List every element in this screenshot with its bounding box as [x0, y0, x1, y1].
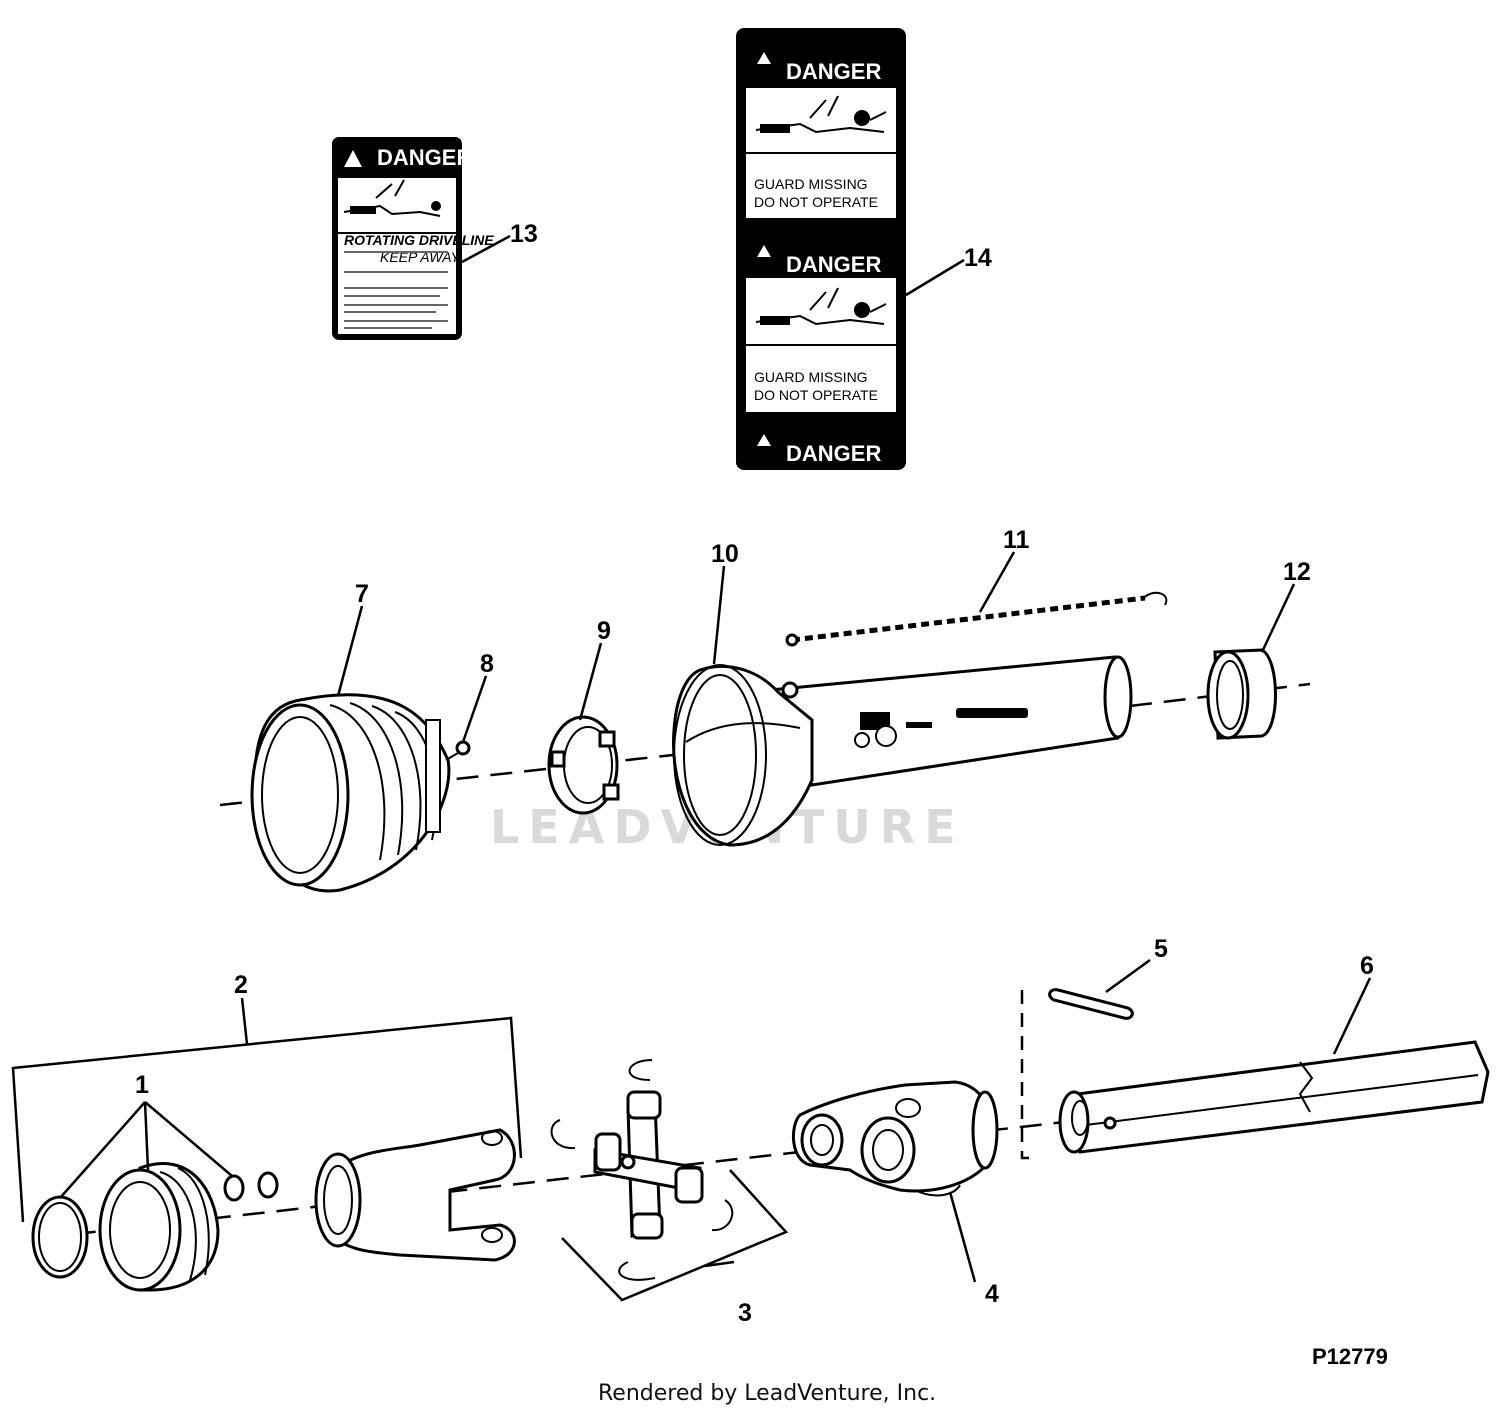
part-1-balls[interactable]	[223, 1171, 279, 1202]
part-9-bearing-ring[interactable]	[547, 715, 620, 815]
callout-9[interactable]: 9	[597, 617, 611, 645]
decal-13[interactable]: DANGER ROTATING DRIVELINE KEEP AWAY	[332, 137, 494, 340]
footer-credit: Rendered by LeadVenture, Inc.	[598, 1381, 936, 1406]
entanglement-pictogram-icon	[343, 179, 441, 217]
decal-14[interactable]: DANGER GUARD MISSING DO NOT OPERATE DANG…	[736, 28, 906, 470]
inner-yoke[interactable]	[314, 1128, 516, 1262]
part-5-spring-pin[interactable]	[1020, 988, 1134, 1160]
warning-triangle-icon	[757, 434, 771, 446]
part-12-bearing-bushing[interactable]	[1206, 648, 1277, 740]
warning-triangle-icon	[757, 245, 771, 257]
leader-lines	[59, 234, 1372, 1283]
decal-13-heading: DANGER	[377, 145, 472, 170]
part-4-outer-yoke[interactable]	[791, 1080, 999, 1197]
part-3-cross-kit[interactable]	[550, 1059, 789, 1302]
callout-8[interactable]: 8	[480, 650, 494, 678]
callout-14[interactable]: 14	[964, 244, 992, 272]
decal-14-warning-2-line-2: DO NOT OPERATE	[754, 387, 878, 403]
decal-14-heading-3: DANGER	[786, 441, 881, 466]
callouts: 1 2 3 4 5 6 7 8 9 10 11 12 13 14	[135, 220, 1374, 1327]
warning-triangle-icon	[344, 150, 362, 167]
part-1-snap-ring[interactable]	[31, 1195, 89, 1279]
part-1-bearing[interactable]	[98, 1162, 220, 1292]
decal-14-heading-2: DANGER	[786, 252, 881, 277]
decal-14-warning-1-line-1: GUARD MISSING	[754, 176, 868, 192]
callout-6[interactable]: 6	[1360, 952, 1374, 980]
tractor-logo-icon	[854, 712, 897, 748]
entanglement-pictogram-icon	[755, 95, 887, 134]
figure-code: P12779	[1312, 1344, 1388, 1369]
part-6-inner-tube[interactable]	[1058, 1040, 1490, 1154]
callout-7[interactable]: 7	[355, 580, 369, 608]
part-2-group-bracket	[11, 1016, 523, 1223]
callout-2[interactable]: 2	[234, 971, 248, 999]
decal-14-warning-2-line-1: GUARD MISSING	[754, 369, 868, 385]
callout-13[interactable]: 13	[510, 220, 538, 248]
part-8-screw[interactable]	[445, 740, 471, 761]
callout-11[interactable]: 11	[1003, 526, 1030, 554]
decal-14-warning-1-line-2: DO NOT OPERATE	[754, 194, 878, 210]
callout-4[interactable]: 4	[985, 1280, 999, 1308]
warning-triangle-icon	[757, 52, 771, 64]
callout-1[interactable]: 1	[135, 1071, 149, 1099]
decal-13-line-1: ROTATING DRIVELINE	[344, 232, 494, 248]
callout-3[interactable]: 3	[738, 1299, 752, 1327]
decal-13-fine-print	[344, 251, 448, 329]
decal-14-heading-1: DANGER	[786, 59, 881, 84]
callout-12[interactable]: 12	[1283, 558, 1311, 586]
part-11-safety-chain[interactable]	[785, 591, 1168, 647]
entanglement-pictogram-icon	[755, 287, 887, 326]
part-10-outer-guard-tube[interactable]	[672, 655, 1133, 847]
callout-5[interactable]: 5	[1154, 935, 1168, 963]
part-7-outer-cone[interactable]	[250, 693, 451, 893]
callout-10[interactable]: 10	[711, 540, 739, 568]
